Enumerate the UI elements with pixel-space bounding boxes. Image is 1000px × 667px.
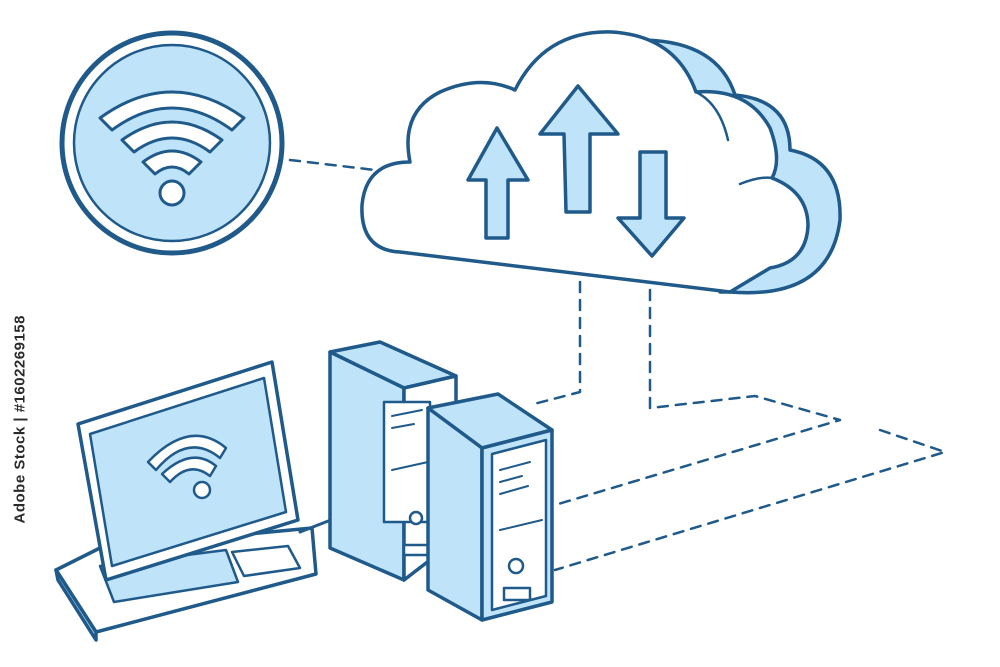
upload-arrow-icon — [538, 84, 620, 214]
cloud-icon — [360, 30, 842, 295]
network-extension-link — [553, 428, 947, 572]
screen-wifi-icon — [146, 434, 228, 500]
upload-arrow-icon — [466, 126, 530, 240]
wifi-badge-icon — [98, 90, 246, 207]
stock-id-watermark: Adobe Stock | #1602269158 — [11, 315, 29, 524]
cloud-server-link — [528, 280, 582, 407]
download-arrow-icon — [616, 150, 686, 258]
wifi-cloud-link — [288, 158, 377, 172]
server-tower-icon — [426, 392, 554, 622]
laptop-icon — [54, 360, 338, 642]
wifi-badge — [59, 30, 285, 256]
laptop-screen — [88, 376, 288, 568]
cloud-network-link — [553, 288, 842, 507]
server-back-panel — [382, 400, 432, 524]
laptop-touchpad — [230, 544, 302, 578]
cloud-inner-edge — [694, 90, 774, 186]
connection-lines — [288, 158, 947, 572]
